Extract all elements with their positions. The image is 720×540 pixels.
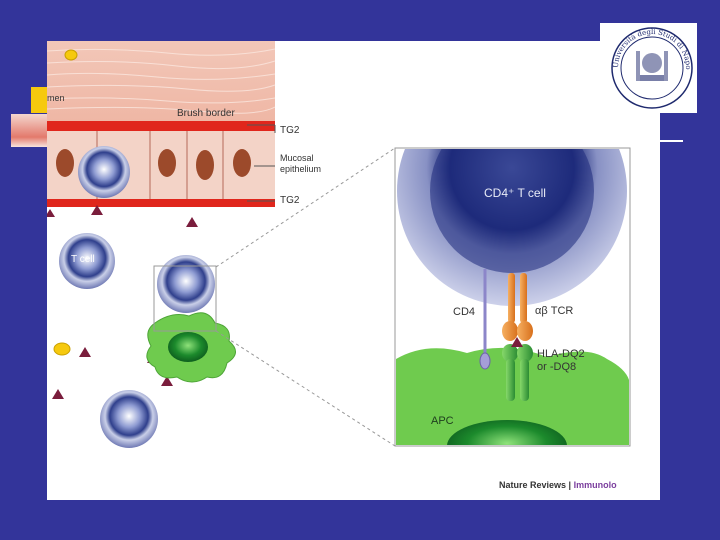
hla-alpha-chain (506, 359, 515, 401)
apc-small-nucleus (168, 332, 208, 362)
intraepithelial-t-cell (78, 146, 130, 198)
cd4-tip (480, 353, 490, 369)
corner-yellow-block (31, 87, 47, 113)
hla-beta-chain (520, 359, 529, 401)
credit-journal: Nature Reviews (499, 480, 566, 490)
t-cell-bottom (100, 390, 158, 448)
tcr-beta-head (517, 321, 533, 341)
basal-membrane (47, 199, 275, 207)
label-ab-tcr: αβ TCR (535, 305, 573, 317)
university-logo: Università degli Studi di Napoli (600, 23, 697, 113)
label-hla-2: or -DQ8 (537, 361, 576, 373)
decor-line (660, 140, 683, 142)
label-cd4: CD4 (453, 306, 475, 318)
figure-panel: men Brush border TG2 Mucosal epithelium … (47, 41, 660, 500)
credit-section: Immunolo (574, 480, 617, 490)
brush-border (47, 121, 275, 131)
tcr-alpha-chain (508, 273, 515, 323)
label-mucosal-2: epithelium (280, 164, 321, 174)
gliadin-particle-2 (54, 343, 70, 355)
tcr-alpha-head (502, 321, 518, 341)
celiac-diagram (47, 41, 660, 500)
label-mucosal-1: Mucosal (280, 153, 314, 163)
tcr-beta-chain (520, 273, 527, 323)
label-tg2-bottom: TG2 (280, 195, 299, 206)
university-seal-icon: Università degli Studi di Napoli (600, 23, 697, 113)
label-t-cell: T cell (71, 254, 95, 265)
corner-tissue-strip (11, 114, 47, 147)
label-hla-1: HLA-DQ2 (537, 348, 585, 360)
label-brush-border: Brush border (177, 108, 235, 119)
credit-separator: | (569, 480, 572, 490)
label-lumen: men (47, 93, 65, 103)
lumen-tissue (47, 41, 275, 121)
credit-line: Nature Reviews | Immunolo (499, 480, 617, 490)
label-apc: APC (431, 415, 454, 427)
t-cell-center (157, 255, 215, 313)
label-tg2-top: TG2 (280, 125, 299, 136)
gliadin-particle (65, 50, 77, 60)
label-cd4-t-cell: CD4⁺ T cell (484, 186, 546, 200)
